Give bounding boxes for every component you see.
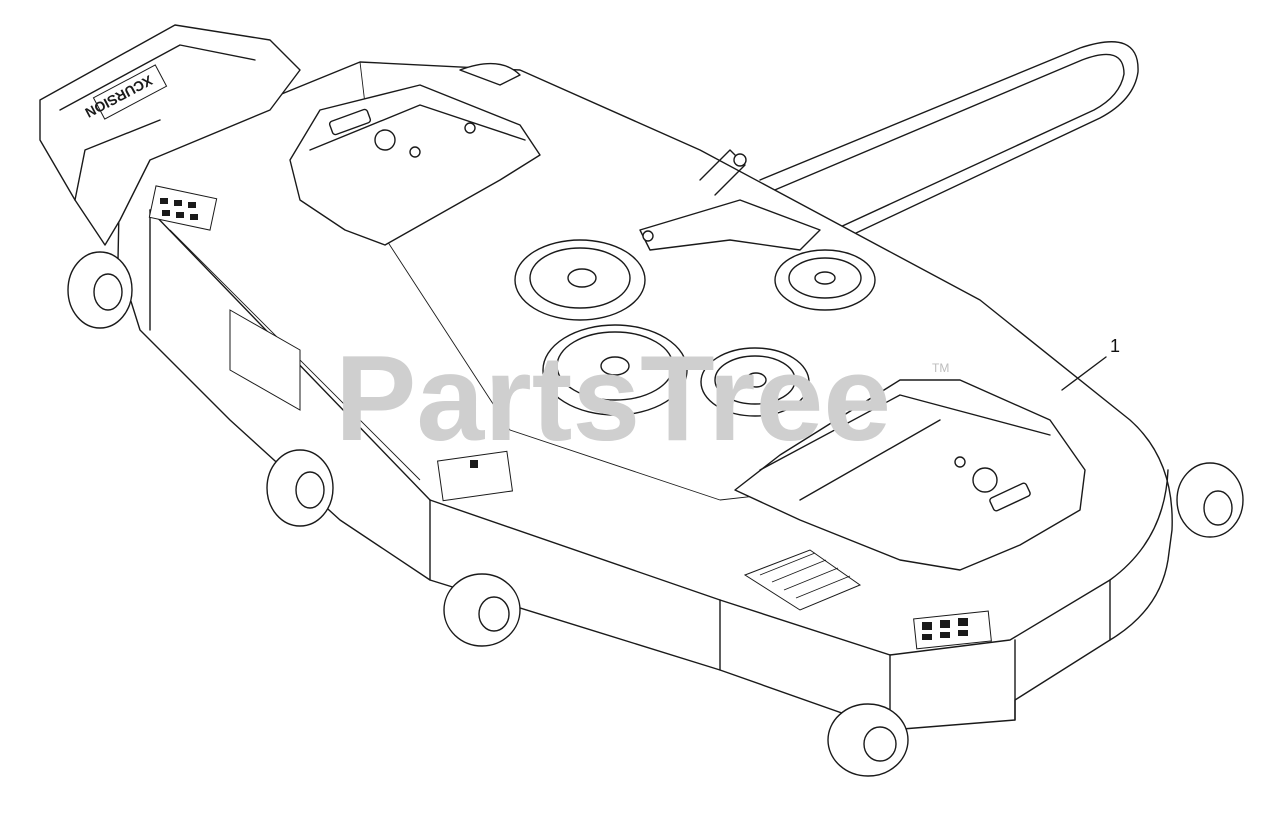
right-belt-cover	[734, 379, 1086, 571]
watermark: PartsTree TM	[335, 330, 949, 466]
wheel-front-left	[67, 251, 133, 329]
pulley-idler	[774, 249, 876, 311]
safety-decal-center	[436, 450, 514, 502]
safety-decal-right	[913, 610, 992, 650]
watermark-text: PartsTree	[335, 330, 891, 466]
drive-belt	[759, 41, 1139, 251]
wheel-rear-center	[827, 703, 909, 777]
wheel-mid-left	[266, 449, 334, 527]
safety-decal-left	[148, 185, 218, 231]
wheel-right	[1176, 462, 1244, 538]
model-plate	[229, 309, 301, 411]
wheel-rear-left	[443, 573, 521, 647]
pulley-large-left	[514, 239, 646, 321]
callout-number: 1	[1110, 336, 1120, 356]
grid-decal	[743, 549, 862, 611]
pulley-center	[542, 324, 688, 416]
wheel-top	[459, 62, 521, 86]
callout-1: 1	[1061, 336, 1120, 391]
watermark-trademark: TM	[932, 361, 949, 375]
left-belt-cover: XCURSION	[39, 24, 301, 246]
callout-leader-line	[1061, 356, 1107, 391]
brand-plate	[92, 64, 168, 120]
pulley-small-right	[700, 347, 810, 417]
center-belt-cover	[289, 84, 541, 246]
idler-arm	[639, 149, 821, 251]
